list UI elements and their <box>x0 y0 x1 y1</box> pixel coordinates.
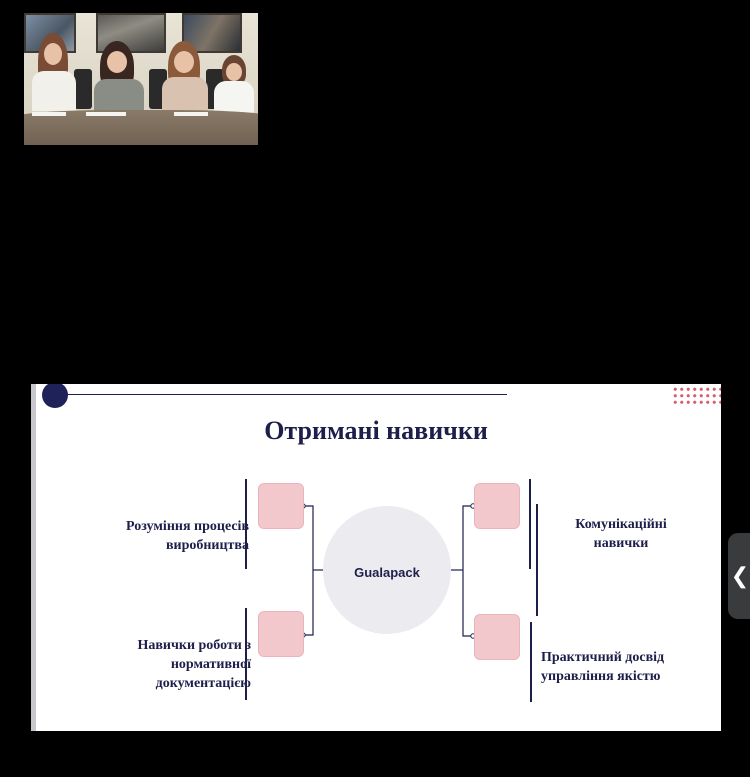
skill-label-top-right: Комунікаційні навички <box>575 517 667 551</box>
center-label: Gualapack <box>354 565 420 580</box>
slide-edge <box>31 384 36 731</box>
skill-label-top-left: Розуміння процесів виробництва <box>126 519 249 553</box>
skill-box-top-left <box>258 483 304 529</box>
skill-label-bottom-right: Практичний досвід управління якістю <box>541 650 665 684</box>
chair <box>74 69 92 109</box>
decorative-circle <box>42 384 68 408</box>
paper-sheet <box>32 112 66 116</box>
decorative-dots-pattern <box>672 386 721 406</box>
side-panel-toggle-button[interactable]: ❮ <box>728 533 750 619</box>
slide-title: Отримані навички <box>264 416 488 445</box>
presentation-slide: Отримані навички Gualapack Розуміння про… <box>31 384 721 731</box>
divider-bar <box>245 608 247 700</box>
center-circle <box>323 506 451 634</box>
skill-label-bottom-left: Навички роботи з нормативної документаці… <box>137 638 251 691</box>
divider-bar <box>529 479 531 569</box>
paper-sheet <box>174 112 208 116</box>
participant-video-thumbnail[interactable] <box>24 13 258 145</box>
divider-bar <box>536 504 538 616</box>
skill-box-bottom-left <box>258 611 304 657</box>
skill-box-top-right <box>474 483 520 529</box>
divider-bar <box>530 622 532 702</box>
chevron-left-icon: ❮ <box>730 563 750 589</box>
skill-box-bottom-right <box>474 614 520 660</box>
decorative-top-line <box>55 394 507 395</box>
divider-bar <box>245 479 247 569</box>
paper-sheet <box>86 112 126 116</box>
